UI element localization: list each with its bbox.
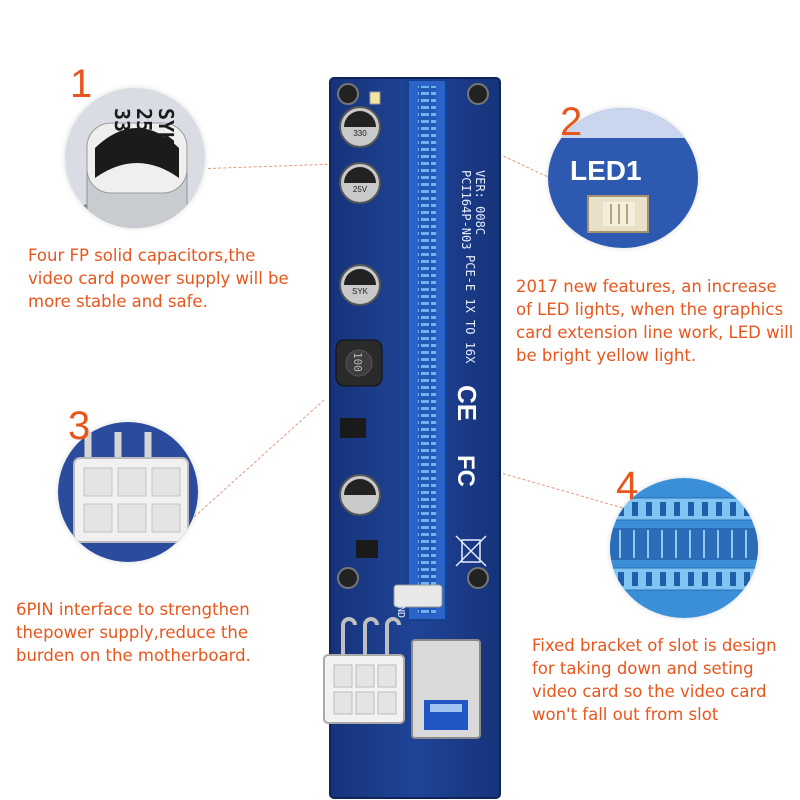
callout-4-line: video card so the video card [532,682,767,701]
cap-zoom-line-1: 330 [110,108,134,144]
callout-4-line: for taking down and seting [532,659,754,678]
cap-zoom-line-3: SYK [154,108,178,144]
callout-text-2: 2017 new features, an increase of LED li… [516,275,793,367]
callout-text-1: Four FP solid capacitors,the video card … [28,244,289,313]
weee-icon [455,535,487,567]
callout-number-3: 3 [68,404,91,448]
callout-4-line: Fixed bracket of slot is design [532,636,777,655]
callout-3-line: 6PIN interface to strengthen [16,600,250,619]
callout-1-line: more stable and safe. [28,292,208,311]
callout-text-3: 6PIN interface to strengthen thepower su… [16,598,251,667]
ce-mark: CE [452,385,482,421]
callout-2-line: card extension line work, LED will [516,323,794,342]
callout-1-line: Four FP solid capacitors,the [28,246,256,265]
callout-number-2: 2 [560,100,583,144]
led-zoom-label: LED1 [570,155,642,186]
callout-2-line: of LED lights, when the graphics [516,300,784,319]
callout-number-4: 4 [616,464,639,508]
cap-label-3: SYK [352,287,369,296]
zoom-6pin-connector [58,422,198,562]
zoom-led: LED1 [548,108,698,248]
board-model-text: PCI164P-N03 [459,170,473,249]
callout-4-line: won't fall out from slot [532,705,719,724]
cap-label-2: 25V [353,185,368,194]
callout-text-4: Fixed bracket of slot is design for taki… [532,634,777,726]
board-slot-label: PCE-E 1X TO 16X [463,255,477,364]
callout-3-line: thepower supply,reduce the [16,623,248,642]
zoom-slot-bracket [610,478,758,618]
fc-mark: FC [452,455,479,487]
callout-2-line: 2017 new features, an increase [516,277,777,296]
callout-3-line: burden on the motherboard. [16,646,251,665]
capacitors [339,106,381,516]
board-gnd-label: GND [395,600,406,618]
cap-label-1: 330 [353,129,367,138]
zoom-capacitor: 330 25V SYK [65,88,205,228]
callout-2-line: be bright yellow light. [516,346,697,365]
cap-zoom-line-2: 25V [132,108,156,144]
callout-number-1: 1 [70,62,93,106]
board-version-text: VER: 008C [473,170,487,235]
callout-1-line: video card power supply will be [28,269,289,288]
